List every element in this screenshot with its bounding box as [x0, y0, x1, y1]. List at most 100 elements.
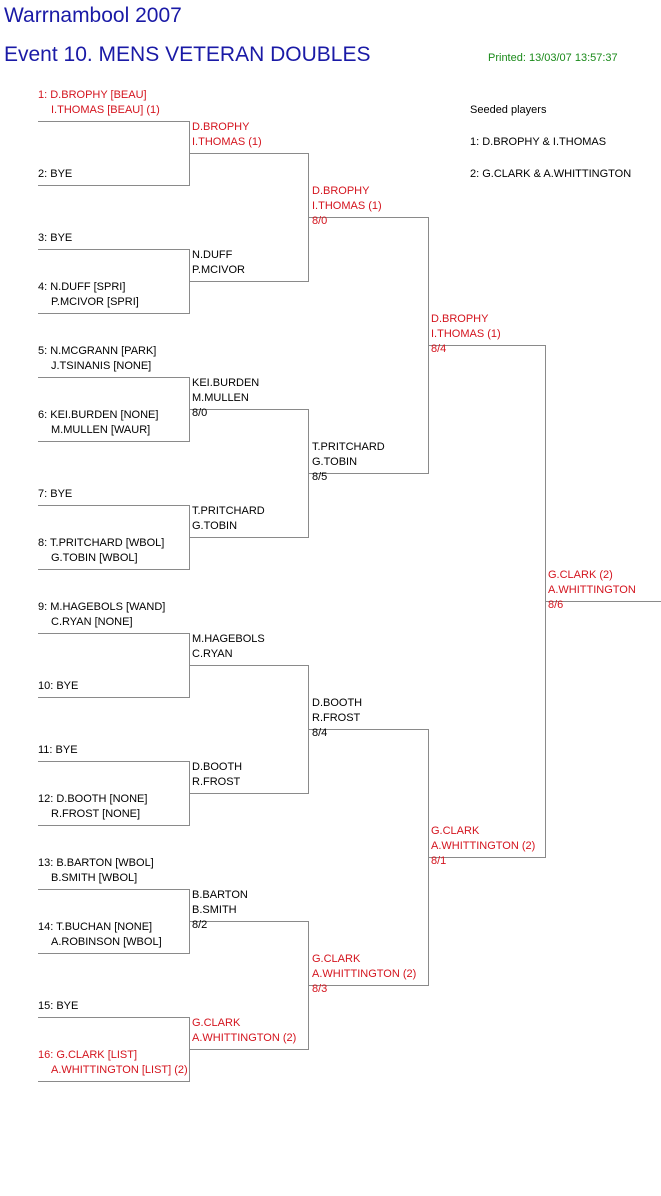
bracket-connector	[308, 665, 309, 794]
bracket-line	[190, 921, 308, 922]
bracket-line	[38, 1017, 189, 1018]
bracket-line	[38, 633, 189, 634]
partner-name: J.TSINANIS [NONE]	[51, 360, 152, 372]
player-name: 6: KEI.BURDEN [NONE]	[38, 409, 159, 421]
bracket-connector	[189, 889, 190, 954]
partner-name: I.THOMAS (1)	[192, 136, 262, 148]
partner-name: B.SMITH [WBOL]	[51, 872, 138, 884]
player-name: M.HAGEBOLS	[192, 633, 265, 645]
partner-name: I.THOMAS (1)	[312, 200, 382, 212]
bracket-line	[38, 953, 189, 954]
player-name: 15: BYE	[38, 1000, 79, 1012]
bracket-line	[190, 409, 308, 410]
bracket-connector	[189, 121, 190, 186]
bracket-line	[38, 441, 189, 442]
match-score: 8/6	[548, 599, 564, 611]
match-score: 8/1	[431, 855, 447, 867]
partner-name: R.FROST [NONE]	[51, 808, 141, 820]
bracket-connector	[308, 409, 309, 538]
player-name: 4: N.DUFF [SPRI]	[38, 281, 126, 293]
partner-name: R.FROST	[312, 712, 361, 724]
event-title: Event 10. MENS VETERAN DOUBLES	[4, 43, 371, 66]
partner-name: R.FROST	[192, 776, 241, 788]
player-name: D.BROPHY	[192, 121, 250, 133]
bracket-line	[38, 377, 189, 378]
bracket-line	[38, 825, 189, 826]
printed-timestamp: Printed: 13/03/07 13:57:37	[488, 52, 618, 64]
bracket-line	[38, 889, 189, 890]
bracket-line	[190, 153, 308, 154]
player-name: T.PRITCHARD	[312, 441, 385, 453]
player-name: D.BROPHY	[312, 185, 370, 197]
seeded-players-heading: Seeded players	[470, 104, 547, 116]
bracket-line	[309, 985, 428, 986]
partner-name: G.TOBIN [WBOL]	[51, 552, 138, 564]
partner-name: P.MCIVOR	[192, 264, 245, 276]
bracket-connector	[545, 345, 546, 858]
partner-name: B.SMITH	[192, 904, 237, 916]
player-name: G.CLARK	[312, 953, 361, 965]
player-name: 5: N.MCGRANN [PARK]	[38, 345, 157, 357]
bracket-line	[38, 1081, 189, 1082]
player-name: 3: BYE	[38, 232, 73, 244]
bracket-line	[38, 569, 189, 570]
player-name: G.CLARK	[431, 825, 480, 837]
match-score: 8/5	[312, 471, 328, 483]
bracket-line	[38, 761, 189, 762]
bracket-connector	[189, 505, 190, 570]
bracket-connector	[189, 249, 190, 314]
player-name: 16: G.CLARK [LIST]	[38, 1049, 138, 1061]
player-name: G.CLARK	[192, 1017, 241, 1029]
player-name: 14: T.BUCHAN [NONE]	[38, 921, 153, 933]
player-name: 12: D.BOOTH [NONE]	[38, 793, 148, 805]
bracket-line	[38, 121, 189, 122]
player-name: KEI.BURDEN	[192, 377, 260, 389]
bracket-connector	[308, 921, 309, 1050]
match-score: 8/4	[312, 727, 328, 739]
partner-name: A.WHITTINGTON (2)	[192, 1032, 297, 1044]
player-name: 9: M.HAGEBOLS [WAND]	[38, 601, 166, 613]
match-score: 8/4	[431, 343, 447, 355]
player-name: G.CLARK (2)	[548, 569, 613, 581]
bracket-line	[190, 665, 308, 666]
player-name: T.PRITCHARD	[192, 505, 265, 517]
bracket-connector	[428, 729, 429, 986]
bracket-connector	[189, 377, 190, 442]
partner-name: C.RYAN [NONE]	[51, 616, 133, 628]
seed-item: 2: G.CLARK & A.WHITTINGTON	[470, 168, 632, 180]
bracket-line	[190, 1049, 308, 1050]
player-name: D.BOOTH	[192, 761, 243, 773]
partner-name: G.TOBIN	[312, 456, 358, 468]
player-name: B.BARTON	[192, 889, 248, 901]
player-name: D.BROPHY	[431, 313, 489, 325]
player-name: 1: D.BROPHY [BEAU]	[38, 89, 147, 101]
match-score: 8/2	[192, 919, 208, 931]
bracket-line	[190, 793, 308, 794]
match-score: 8/3	[312, 983, 328, 995]
match-score: 8/0	[312, 215, 328, 227]
player-name: 10: BYE	[38, 680, 79, 692]
bracket-line	[309, 473, 428, 474]
partner-name: A.WHITTINGTON	[548, 584, 636, 596]
player-name: 11: BYE	[38, 744, 78, 756]
partner-name: G.TOBIN	[192, 520, 238, 532]
bracket-line	[38, 313, 189, 314]
partner-name: P.MCIVOR [SPRI]	[51, 296, 139, 308]
bracket-connector	[308, 153, 309, 282]
bracket-line	[38, 505, 189, 506]
bracket-line	[38, 185, 189, 186]
bracket-connector	[189, 761, 190, 826]
bracket-line	[429, 345, 545, 346]
tournament-title: Warrnambool 2007	[4, 4, 182, 27]
partner-name: A.ROBINSON [WBOL]	[51, 936, 162, 948]
bracket-line	[309, 217, 428, 218]
partner-name: M.MULLEN [WAUR]	[51, 424, 151, 436]
player-name: 13: B.BARTON [WBOL]	[38, 857, 154, 869]
bracket-connector	[428, 217, 429, 474]
bracket-line	[38, 249, 189, 250]
bracket-line	[546, 601, 661, 602]
partner-name: C.RYAN	[192, 648, 233, 660]
bracket-line	[309, 729, 428, 730]
partner-name: I.THOMAS (1)	[431, 328, 501, 340]
player-name: D.BOOTH	[312, 697, 363, 709]
